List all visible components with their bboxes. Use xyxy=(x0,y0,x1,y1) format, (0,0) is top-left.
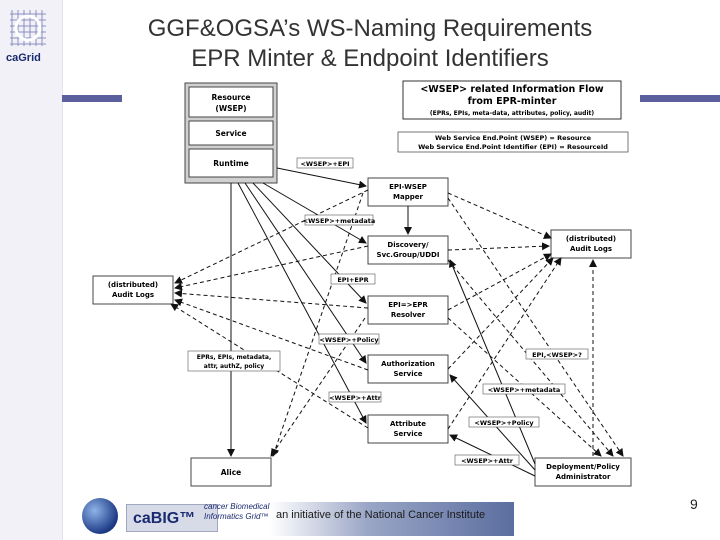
svg-text:EPI,<WSEP>?: EPI,<WSEP>? xyxy=(532,351,582,359)
svg-text:Audit Logs: Audit Logs xyxy=(112,291,154,299)
svg-text:Resolver: Resolver xyxy=(391,311,426,319)
svg-text:EPRs, EPIs, metadata,: EPRs, EPIs, metadata, xyxy=(197,354,272,361)
audit-logs-left-box: (distributed) Audit Logs xyxy=(92,275,174,305)
svg-text:EPI=>EPR: EPI=>EPR xyxy=(388,301,428,309)
svg-text:attr, authZ, policy: attr, authZ, policy xyxy=(204,363,264,370)
resource-wsep-label: (WSEP) xyxy=(215,104,246,113)
audit-logs-right-box: (distributed) Audit Logs xyxy=(550,229,632,259)
nci-initiative-text: an initiative of the National Cancer Ins… xyxy=(276,509,486,521)
sidebar-strip: caGrid xyxy=(0,0,63,540)
svg-text:(distributed): (distributed) xyxy=(566,235,616,243)
svg-text:Mapper: Mapper xyxy=(393,193,423,201)
edge-labels: <WSEP>+EPI <WSEP>+metadata EPI+EPR <WSEP… xyxy=(296,157,589,466)
deployment-policy-admin-box: Deployment/Policy Administrator xyxy=(534,457,632,487)
svg-text:Service: Service xyxy=(393,370,422,378)
alice-box: Alice xyxy=(190,457,272,487)
slide-number: 9 xyxy=(690,496,698,512)
resource-label: Resource xyxy=(211,93,250,102)
svg-text:(distributed): (distributed) xyxy=(108,281,158,289)
dashed-flow-arrows xyxy=(170,189,624,457)
authorization-service-box: Authorization Service xyxy=(367,354,449,384)
svg-text:Attribute: Attribute xyxy=(390,420,426,428)
svg-text:EPI-WSEP: EPI-WSEP xyxy=(389,183,427,191)
logo-text: caGrid xyxy=(6,52,41,64)
svg-text:<WSEP>+EPI: <WSEP>+EPI xyxy=(300,160,349,168)
decorative-bar-left xyxy=(62,95,122,102)
definition-epi: Web Service End.Point Identifier (EPI) =… xyxy=(418,143,608,151)
svg-text:<WSEP>+Attr: <WSEP>+Attr xyxy=(461,457,514,465)
svg-text:Deployment/Policy: Deployment/Policy xyxy=(546,463,620,471)
discovery-box: Discovery/ Svc.Group/UDDI xyxy=(367,235,449,265)
info-subtitle: from EPR-minter xyxy=(468,96,557,107)
attribute-service-box: Attribute Service xyxy=(367,414,449,444)
svg-text:<WSEP>+Policy: <WSEP>+Policy xyxy=(474,419,534,427)
info-detail: (EPRs, EPIs, meta-data, attributes, poli… xyxy=(430,110,595,117)
svg-text:<WSEP>+metadata: <WSEP>+metadata xyxy=(303,217,376,225)
footer-gradient xyxy=(270,502,514,536)
svg-text:<WSEP>+Attr: <WSEP>+Attr xyxy=(329,394,382,402)
decorative-bar-right xyxy=(640,95,720,102)
info-header-box: <WSEP> related Information Flow from EPR… xyxy=(402,80,622,120)
epi-epr-resolver-box: EPI=>EPR Resolver xyxy=(367,295,449,325)
slide-title-line1: GGF&OGSA’s WS-Naming Requirements xyxy=(147,15,593,42)
svg-text:Administrator: Administrator xyxy=(556,473,611,481)
svg-text:Alice: Alice xyxy=(221,468,241,477)
definition-wsep: Web Service End.Point (WSEP) = Resource xyxy=(435,134,592,142)
globe-icon xyxy=(82,498,118,534)
footer-banner: caBIG™ cancer Biomedical Informatics Gri… xyxy=(80,494,520,538)
cabig-subtitle: cancer Biomedical Informatics Grid™ xyxy=(204,502,269,522)
svg-text:Authorization: Authorization xyxy=(381,360,435,368)
svg-text:Discovery/: Discovery/ xyxy=(387,241,429,249)
information-flow-diagram: <WSEP> related Information Flow from EPR… xyxy=(92,80,632,487)
info-title: <WSEP> related Information Flow xyxy=(420,84,604,95)
definitions-box: Web Service End.Point (WSEP) = Resource … xyxy=(397,131,629,153)
cagrid-logo-icon xyxy=(10,10,46,46)
runtime-label: Runtime xyxy=(213,159,249,168)
svg-text:<WSEP>+Policy: <WSEP>+Policy xyxy=(319,336,379,344)
epi-wsep-mapper-box: EPI-WSEP Mapper xyxy=(367,177,449,207)
svg-text:<WSEP>+metadata: <WSEP>+metadata xyxy=(488,386,561,394)
svg-text:EPI+EPR: EPI+EPR xyxy=(337,276,368,284)
svg-text:Audit Logs: Audit Logs xyxy=(570,245,612,253)
cabig-subtitle-line1: cancer Biomedical xyxy=(204,502,270,511)
service-label: Service xyxy=(215,129,246,138)
resource-stack: Resource (WSEP) Service Runtime xyxy=(184,82,278,184)
svg-text:Svc.Group/UDDI: Svc.Group/UDDI xyxy=(377,251,440,259)
svg-text:Service: Service xyxy=(393,430,422,438)
cabig-logo: caBIG™ xyxy=(126,504,218,532)
cabig-subtitle-line2: Informatics Grid™ xyxy=(204,512,269,521)
slide-title-line2: EPR Minter & Endpoint Identifiers xyxy=(191,45,549,72)
alice-info-label: EPRs, EPIs, metadata, attr, authZ, polic… xyxy=(187,350,281,372)
